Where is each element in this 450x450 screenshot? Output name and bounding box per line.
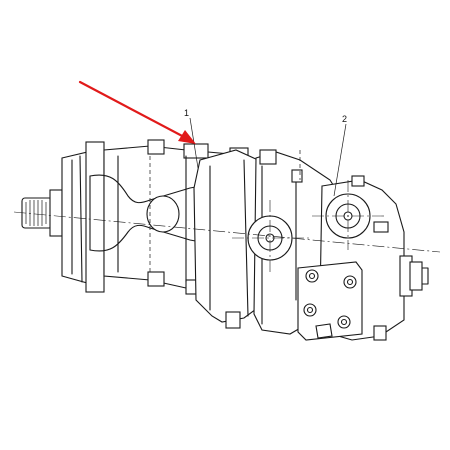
- port-block: [193, 149, 269, 329]
- callout-2-label: 2: [342, 114, 347, 124]
- pointer-arrow: [78, 80, 196, 144]
- center-lines: [13, 150, 441, 274]
- drive-shaft: [21, 189, 63, 237]
- cover-plate: [297, 261, 363, 341]
- mounting-flange: [61, 141, 105, 293]
- callout-1-label: 1: [184, 108, 189, 118]
- callout-2: 2: [333, 114, 347, 197]
